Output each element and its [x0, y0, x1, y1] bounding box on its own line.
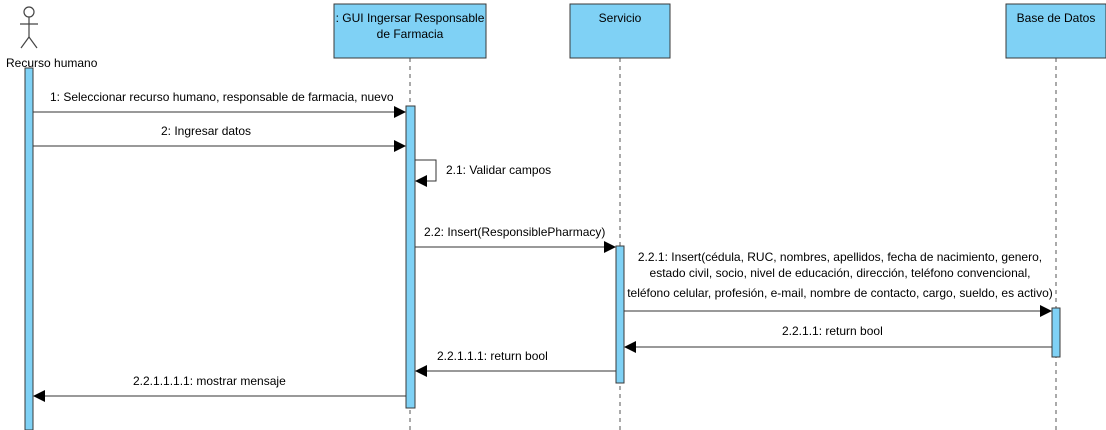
activation-recurso-humano — [24, 67, 34, 430]
participant-gui-label-line2: de Farmacia — [377, 27, 444, 41]
arrowhead-icon — [33, 390, 45, 402]
message-2-2-1-label-line1: 2.2.1: Insert(cédula, RUC, nombres, apel… — [638, 250, 1042, 264]
arrowhead-icon — [394, 140, 406, 152]
message-2-1[interactable]: 2.1: Validar campos — [415, 159, 551, 187]
participant-base-de-datos-label: Base de Datos — [1017, 11, 1096, 25]
arrowhead-icon — [415, 365, 427, 377]
message-2-2-label: 2.2: Insert(ResponsiblePharmacy) — [424, 225, 605, 239]
message-1-label: 1: Seleccionar recurso humano, responsab… — [50, 90, 394, 104]
participant-base-de-datos[interactable]: Base de Datos — [1005, 3, 1106, 59]
message-2-1-label: 2.1: Validar campos — [446, 163, 551, 177]
participant-servicio[interactable]: Servicio — [569, 3, 671, 59]
activation-gui — [405, 105, 416, 409]
participant-servicio-label: Servicio — [599, 11, 642, 25]
return-2-2-1-1-1-label: 2.2.1.1.1: return bool — [437, 349, 548, 363]
return-2-2-1-1-1-1-label: 2.2.1.1.1.1: mostrar mensaje — [133, 374, 286, 388]
return-2-2-1-1-1-1[interactable]: 2.2.1.1.1.1: mostrar mensaje — [33, 374, 406, 402]
message-2-2[interactable]: 2.2: Insert(ResponsiblePharmacy) — [415, 225, 616, 253]
return-2-2-1-1-1[interactable]: 2.2.1.1.1: return bool — [415, 349, 616, 377]
return-2-2-1-1[interactable]: 2.2.1.1: return bool — [624, 324, 1052, 353]
actor-recurso-humano[interactable]: Recurso humano — [6, 6, 98, 70]
arrowhead-icon — [415, 175, 427, 187]
stick-figure-icon — [20, 6, 38, 49]
message-2-label: 2: Ingresar datos — [161, 124, 251, 138]
message-2-2-1-label-line3: teléfono celular, profesión, e-mail, nom… — [627, 286, 1053, 300]
arrowhead-icon — [604, 241, 616, 253]
message-2-2-1-label-line2: estado civil, socio, nivel de educación,… — [650, 266, 1031, 280]
return-2-2-1-1-label: 2.2.1.1: return bool — [782, 324, 883, 338]
arrowhead-icon — [624, 341, 636, 353]
participant-gui-label-line1: : GUI Ingersar Responsable — [336, 11, 485, 25]
participant-gui[interactable]: : GUI Ingersar Responsable de Farmacia — [333, 3, 487, 59]
message-1[interactable]: 1: Seleccionar recurso humano, responsab… — [33, 90, 406, 118]
actor-label: Recurso humano — [6, 56, 98, 70]
arrowhead-icon — [394, 106, 406, 118]
activation-base-de-datos — [1051, 307, 1061, 358]
arrowhead-icon — [1040, 305, 1052, 317]
message-2-2-1[interactable]: 2.2.1: Insert(cédula, RUC, nombres, apel… — [624, 250, 1053, 317]
message-2[interactable]: 2: Ingresar datos — [33, 124, 406, 152]
activation-servicio — [615, 245, 625, 384]
